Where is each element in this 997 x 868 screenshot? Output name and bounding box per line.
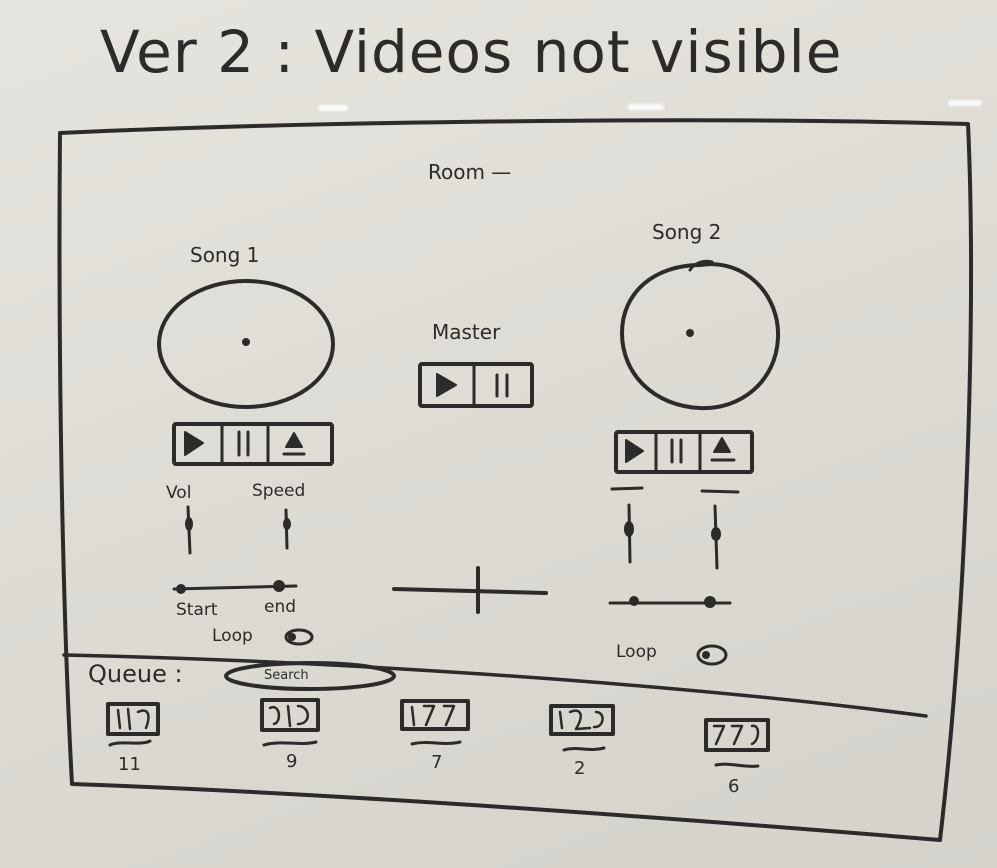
queue-item-count: 2: [574, 758, 586, 779]
master-label: Master: [432, 320, 501, 344]
queue-item[interactable]: [260, 698, 320, 747]
queue-item[interactable]: [549, 704, 615, 752]
deck2-speed-label-line: [700, 489, 740, 494]
deck2-spindle: [686, 329, 694, 337]
deck1-controls: [172, 422, 334, 466]
deck1-loop-label: Loop: [212, 626, 253, 646]
queue-item-count: 11: [118, 754, 141, 775]
deck1-turntable[interactable]: [157, 279, 335, 409]
queue-item[interactable]: [704, 718, 770, 768]
deck2-volume-slider[interactable]: [624, 503, 634, 564]
queue-item-count: 7: [431, 752, 443, 773]
master-controls: [418, 362, 534, 408]
deck2-vol-label-line: [610, 486, 644, 491]
deck1-vol-label: Vol: [166, 483, 192, 503]
deck2-pause-button[interactable]: [670, 438, 683, 464]
queue-item-count: 9: [286, 751, 298, 772]
deck1-pause-button[interactable]: [237, 430, 250, 457]
deck2-loop-toggle[interactable]: [696, 644, 728, 666]
master-pause-button[interactable]: [495, 373, 509, 398]
room-frame: [57, 118, 973, 842]
queue-item[interactable]: [400, 699, 470, 746]
queue-divider: [62, 653, 928, 718]
deck2-speed-slider[interactable]: [711, 504, 721, 570]
queue-search-field[interactable]: [224, 661, 396, 691]
master-play-button[interactable]: [436, 373, 457, 397]
deck2-loop-label: Loop: [616, 642, 657, 662]
deck2-turntable[interactable]: [620, 259, 781, 411]
deck1-play-button[interactable]: [184, 431, 204, 456]
deck2-label: Song 2: [652, 220, 722, 244]
deck2-eject-button[interactable]: [710, 437, 736, 462]
deck1-range-slider[interactable]: [172, 580, 298, 594]
deck1-speed-label: Speed: [252, 481, 306, 501]
deck1-spindle: [242, 338, 250, 346]
room-title: Room —: [428, 160, 512, 184]
queue-label: Queue :: [88, 660, 183, 688]
deck1-label: Song 1: [190, 243, 260, 267]
deck1-volume-slider[interactable]: [185, 505, 193, 555]
deck2-play-button[interactable]: [625, 439, 644, 463]
deck2-range-slider[interactable]: [608, 596, 732, 608]
deck1-speed-slider[interactable]: [283, 508, 291, 550]
crossfader[interactable]: [392, 566, 548, 614]
deck1-loop-toggle[interactable]: [284, 628, 314, 646]
page-heading: Ver 2 : Videos not visible: [100, 18, 843, 86]
deck2-controls: [614, 430, 754, 474]
deck1-eject-button[interactable]: [282, 432, 306, 456]
deck1-start-label: Start: [176, 600, 218, 620]
queue-item-count: 6: [728, 776, 740, 797]
deck1-end-label: end: [264, 597, 297, 617]
queue-item[interactable]: [106, 702, 160, 747]
queue-search-text: Search: [264, 668, 309, 683]
